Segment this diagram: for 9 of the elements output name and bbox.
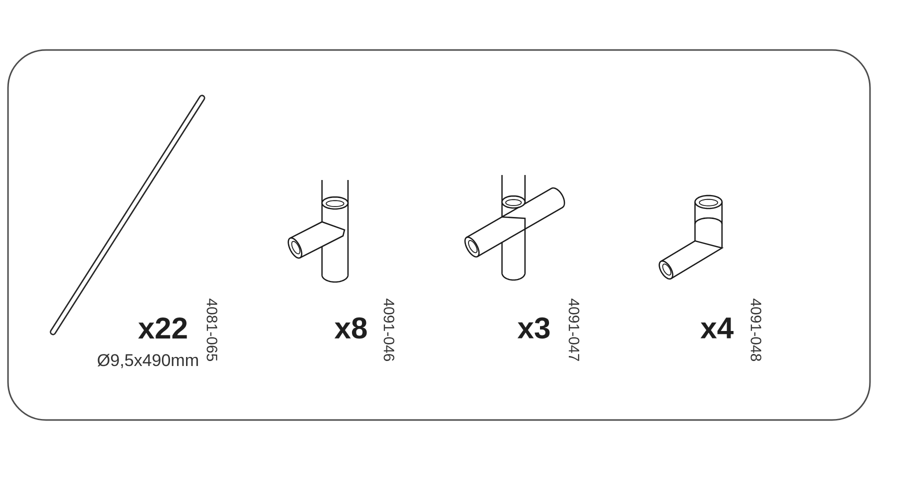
- quantity-label: x8: [334, 317, 367, 339]
- quantity-label: x22: [138, 318, 187, 338]
- part-number: 4091-047: [568, 298, 580, 361]
- quantity-label: x3: [518, 317, 550, 339]
- part-number: 4091-046: [384, 298, 394, 361]
- dimension-label: Ø9,5x490mm: [98, 354, 198, 368]
- part-number: 4091-048: [750, 298, 762, 361]
- part-number: 4081-065: [206, 298, 218, 362]
- quantity-label: x4: [700, 318, 734, 338]
